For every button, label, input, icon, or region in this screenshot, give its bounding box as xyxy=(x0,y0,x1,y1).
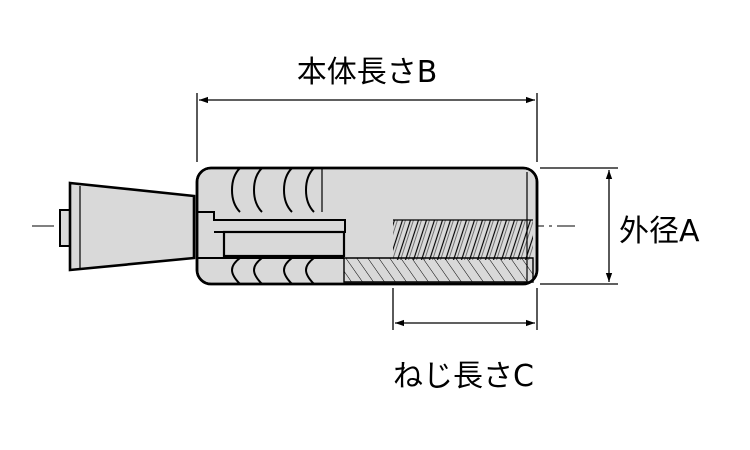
thread-length-dimension: ねじ長さC xyxy=(392,288,538,394)
body-length-dimension: 本体長さB xyxy=(196,55,538,162)
outer-diameter-label: 外径A xyxy=(619,214,700,249)
thread-length-label: ねじ長さC xyxy=(393,359,534,394)
outer-diameter-dimension: 外径A xyxy=(540,167,700,285)
setting-tool xyxy=(59,181,196,272)
body-length-label: 本体長さB xyxy=(297,55,438,90)
anchor-body xyxy=(195,166,539,286)
